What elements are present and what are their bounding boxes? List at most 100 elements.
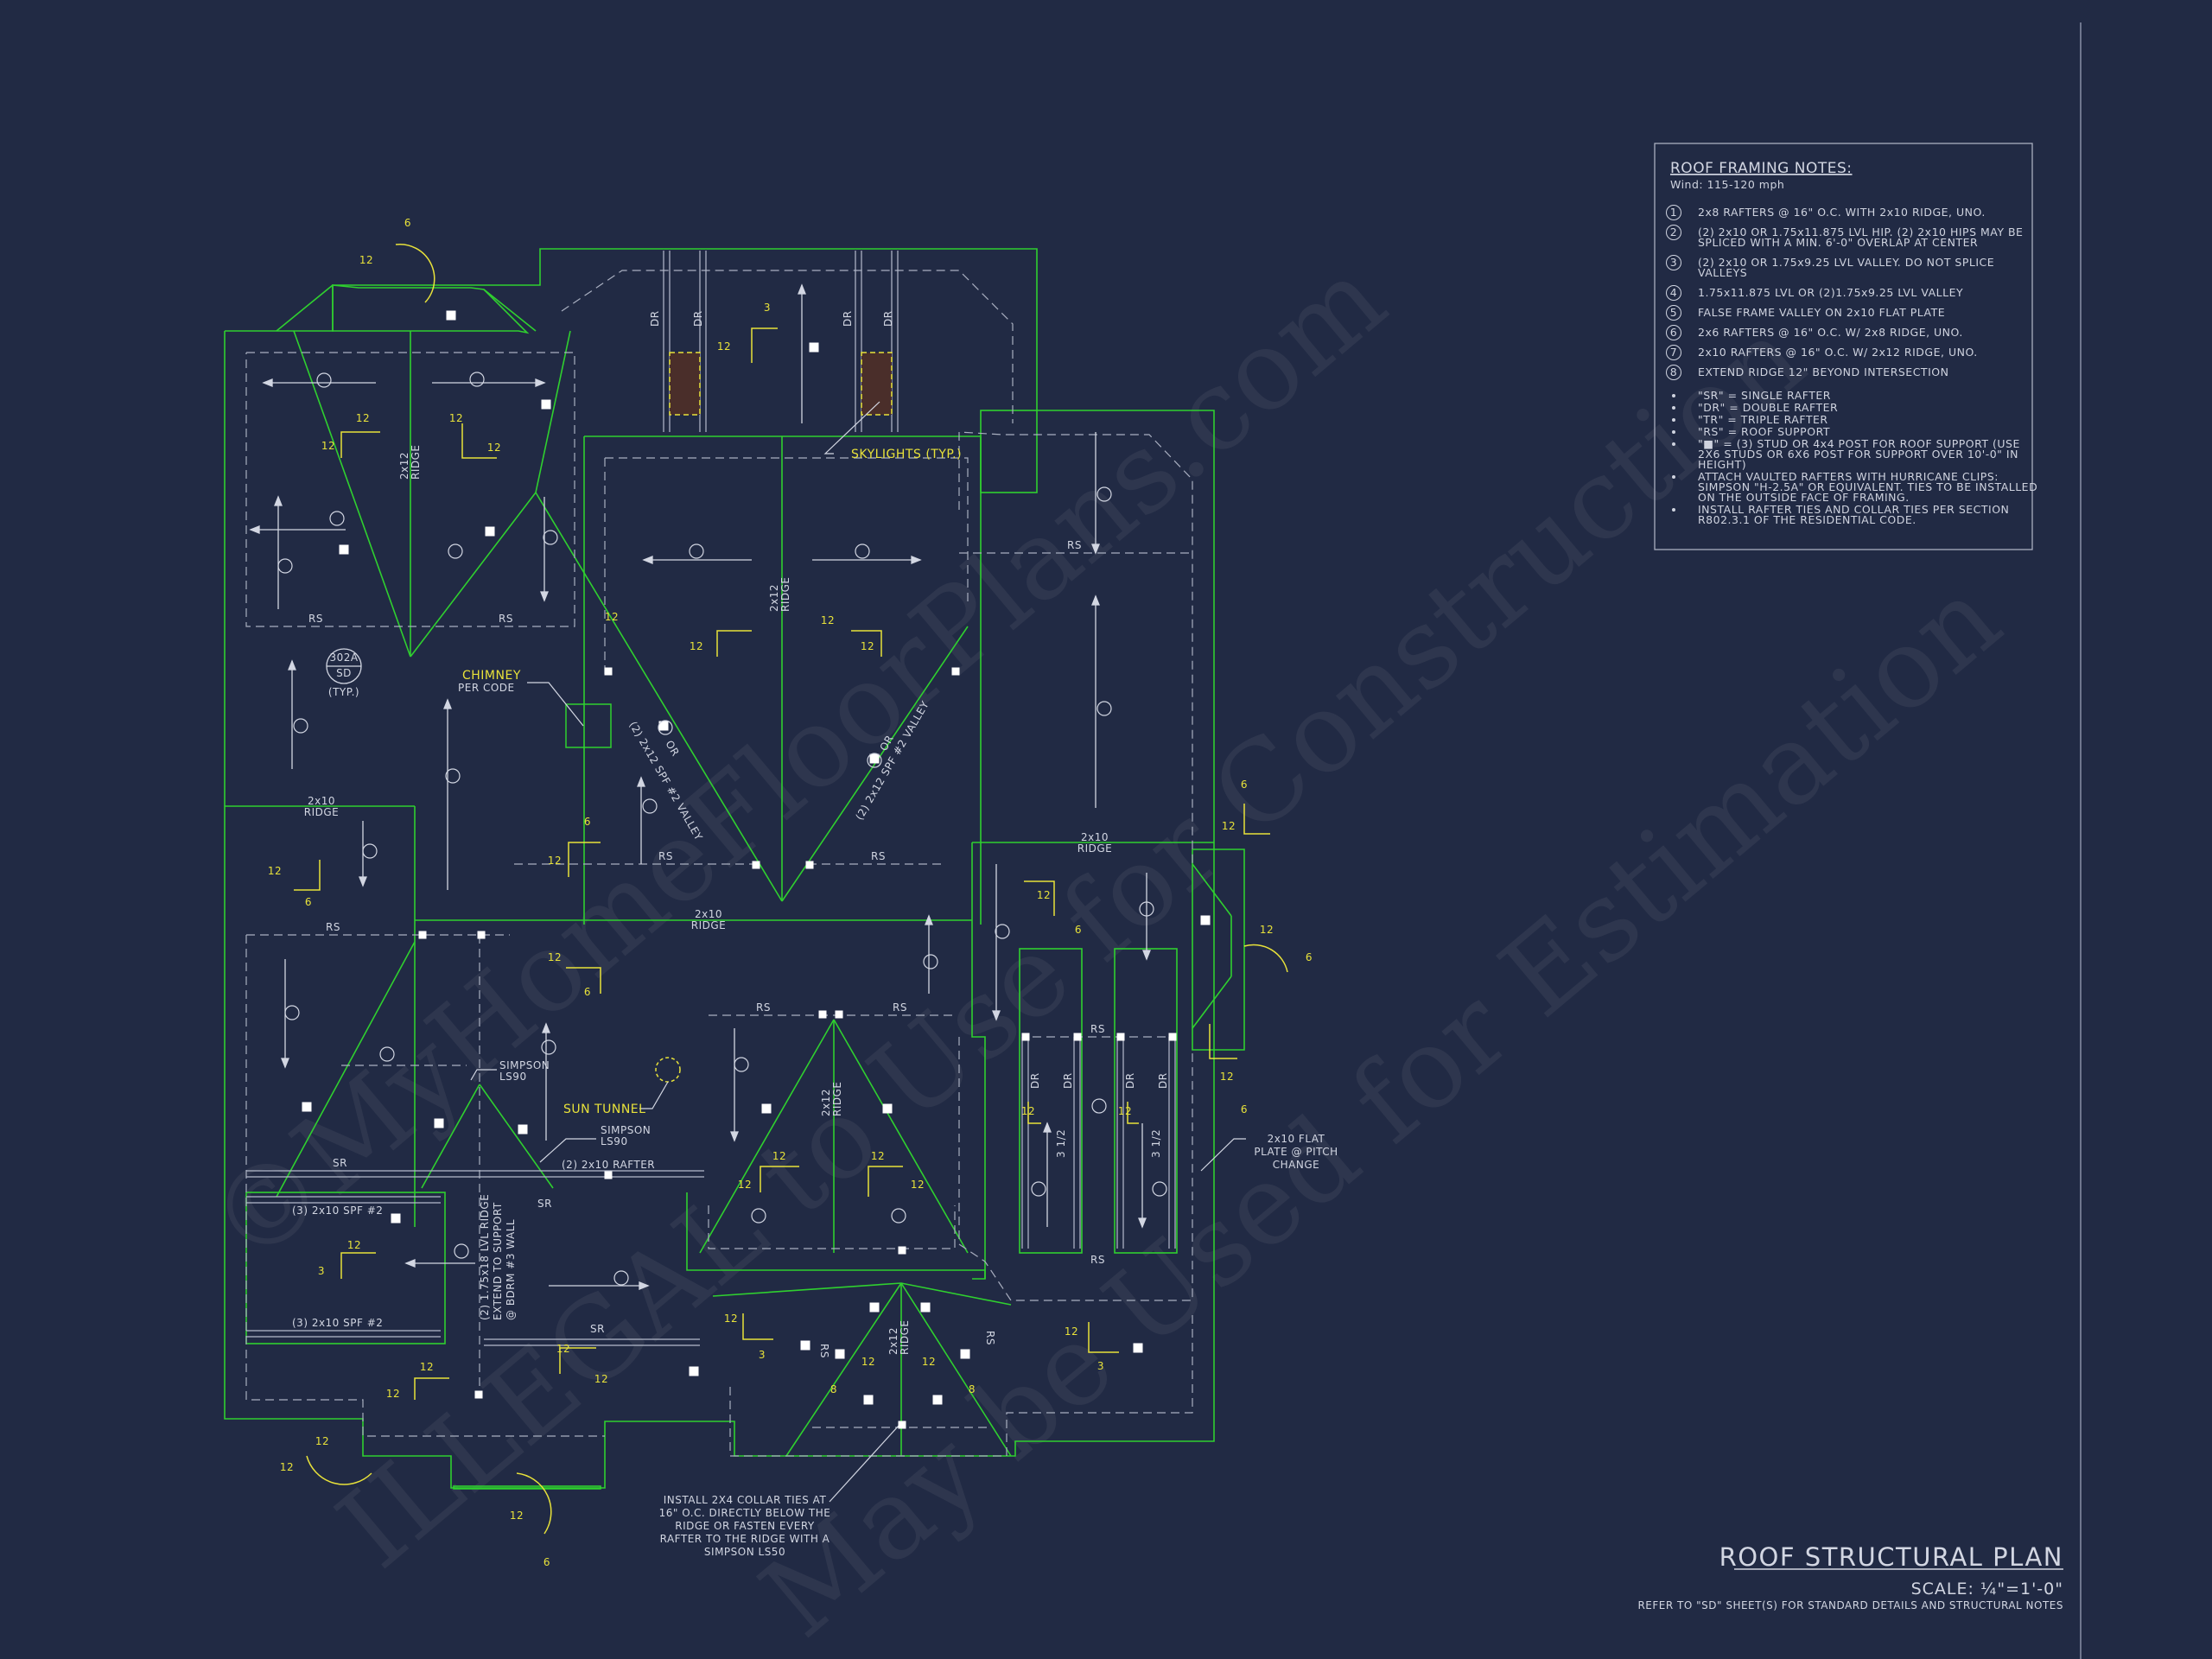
- pitch-number: 12: [420, 1361, 434, 1373]
- pitch-number: 3: [1097, 1360, 1104, 1372]
- nw-hip-2: [483, 289, 537, 332]
- east-dr-4: DR: [1157, 1072, 1169, 1089]
- sun-tunnel-circle: [655, 1057, 681, 1083]
- pitch-number: 12: [605, 611, 619, 623]
- note-bullet: [1672, 406, 1675, 410]
- note-number-circle: [1666, 225, 1681, 240]
- note-text: 2x6 RAFTERS @ 16" O.C. W/ 2x8 RIDGE, UNO…: [1698, 326, 1963, 339]
- pitch-number: 12: [1118, 1105, 1132, 1117]
- pitch-number: 12: [821, 614, 835, 626]
- support-posts: [302, 310, 1211, 1429]
- pitch-number: 12: [911, 1179, 925, 1191]
- pitch-number: 12: [556, 1343, 570, 1355]
- note-number: 7: [1670, 346, 1677, 359]
- east-dr-2: DR: [1062, 1072, 1074, 1089]
- pitch-number: 8: [830, 1383, 837, 1395]
- leader-lines: [470, 401, 1246, 1503]
- collar-leader: [829, 1425, 899, 1503]
- nw-hip-1: [276, 284, 334, 332]
- roof-outline: [224, 248, 1245, 1490]
- ridge-2x12-se: 2x12RIDGE: [887, 1320, 911, 1356]
- pitch-number: 12: [280, 1461, 294, 1473]
- note-text: VALLEYS: [1698, 266, 1747, 279]
- rs-6: RS: [326, 921, 340, 933]
- title-block: ROOF STRUCTURAL PLAN SCALE: ¼"=1'-0" REF…: [1637, 1542, 2063, 1611]
- rs-5: RS: [871, 850, 886, 862]
- sr-3: SR: [590, 1323, 605, 1335]
- pitch-number: 12: [1260, 924, 1274, 936]
- pitch-number: 12: [717, 340, 731, 353]
- note-number: 8: [1670, 365, 1677, 378]
- pitch-number: 12: [356, 412, 370, 424]
- pitch-number: 12: [347, 1239, 361, 1251]
- pitch-numbers: 1212121231212121212612126126126612126126…: [268, 217, 1313, 1568]
- rs-12: RS: [984, 1331, 996, 1345]
- pitch-number: 6: [1241, 1103, 1248, 1116]
- east-dr-3: DR: [1124, 1072, 1136, 1089]
- note-text: (2) 2x10 OR 1.75x9.25 LVL VALLEY. DO NOT…: [1698, 256, 1994, 269]
- sheet-reference: REFER TO "SD" SHEET(S) FOR STANDARD DETA…: [1637, 1599, 2063, 1611]
- dash-nw: [245, 352, 575, 627]
- skylight-dr-2: DR: [692, 310, 704, 327]
- dash-south: [708, 1205, 956, 1249]
- note-number-circle: [1666, 305, 1681, 321]
- pitch-number: 12: [386, 1388, 400, 1400]
- dash-north: [561, 270, 1014, 423]
- note-bullet: [1672, 475, 1675, 479]
- pitch-number: 12: [738, 1179, 752, 1191]
- note-number-circle: [1666, 205, 1681, 220]
- note-bullet-text: "DR" = DOUBLE RAFTER: [1698, 401, 1838, 414]
- note-number: 3: [1670, 256, 1677, 269]
- or-left: OR: [663, 739, 682, 759]
- note-bullet-text: "SR" = SINGLE RAFTER: [1698, 389, 1831, 402]
- note-number: 4: [1670, 286, 1677, 299]
- chimney-label: CHIMNEY: [462, 669, 521, 683]
- three-half-2: 3 1/2: [1150, 1129, 1162, 1158]
- sw-hip-2: [479, 1084, 554, 1189]
- pitch-number: 12: [871, 1150, 885, 1162]
- chimney-box: [565, 703, 612, 748]
- pitch-number: 6: [543, 1556, 550, 1568]
- south-hip-2: [833, 1019, 969, 1254]
- pitch-number: 6: [1075, 924, 1082, 936]
- chimney-leader: [527, 682, 584, 727]
- rs-4: RS: [658, 850, 673, 862]
- section-typ: (TYP.): [328, 686, 359, 698]
- note-bullet-text: "■" = (3) STUD OR 4x4 POST FOR ROOF SUPP…: [1698, 437, 2020, 450]
- nw-hip-3: [293, 330, 411, 658]
- east-dormer-1: [1019, 948, 1083, 1254]
- pitch-number: 12: [1222, 820, 1236, 832]
- note-circles: [277, 372, 1167, 1286]
- pitch-number: 12: [321, 440, 335, 452]
- south-hip-1: [699, 1019, 835, 1254]
- sw-hip-1: [276, 941, 416, 1198]
- section-sheet: SD: [336, 667, 352, 679]
- skylight-dr-4: DR: [882, 310, 894, 327]
- pitch-number: 12: [594, 1373, 608, 1385]
- note-bullet-text: ATTACH VAULTED RAFTERS WITH HURRICANE CL…: [1698, 470, 1999, 483]
- skylight-2: [861, 352, 893, 416]
- note-bullet-text: "RS" = ROOF SUPPORT: [1698, 425, 1830, 438]
- rs-1: RS: [308, 613, 323, 625]
- spf-1-label: (3) 2x10 SPF #2: [292, 1205, 383, 1217]
- pitch-number: 12: [772, 1150, 786, 1162]
- dashed-lines: [245, 270, 1193, 1457]
- pitch-number: 12: [1220, 1071, 1234, 1083]
- pitch-symbols: [294, 243, 1288, 1535]
- rafter-double-lines: [246, 251, 1176, 1346]
- east-dr-1: DR: [1029, 1072, 1041, 1089]
- note-bullet: [1672, 508, 1675, 512]
- nw-hip-4: [535, 330, 571, 493]
- skylight-dr-3: DR: [842, 310, 854, 327]
- ridge-2x12-south: 2x12RIDGE: [820, 1082, 843, 1117]
- lvl-ridge-label: (2) 1.75x18 LVL RIDGEEXTEND TO SUPPORT@ …: [479, 1194, 517, 1320]
- skylights-label: SKYLIGHTS (TYP.): [851, 448, 962, 461]
- east-dormer-2: [1114, 948, 1178, 1254]
